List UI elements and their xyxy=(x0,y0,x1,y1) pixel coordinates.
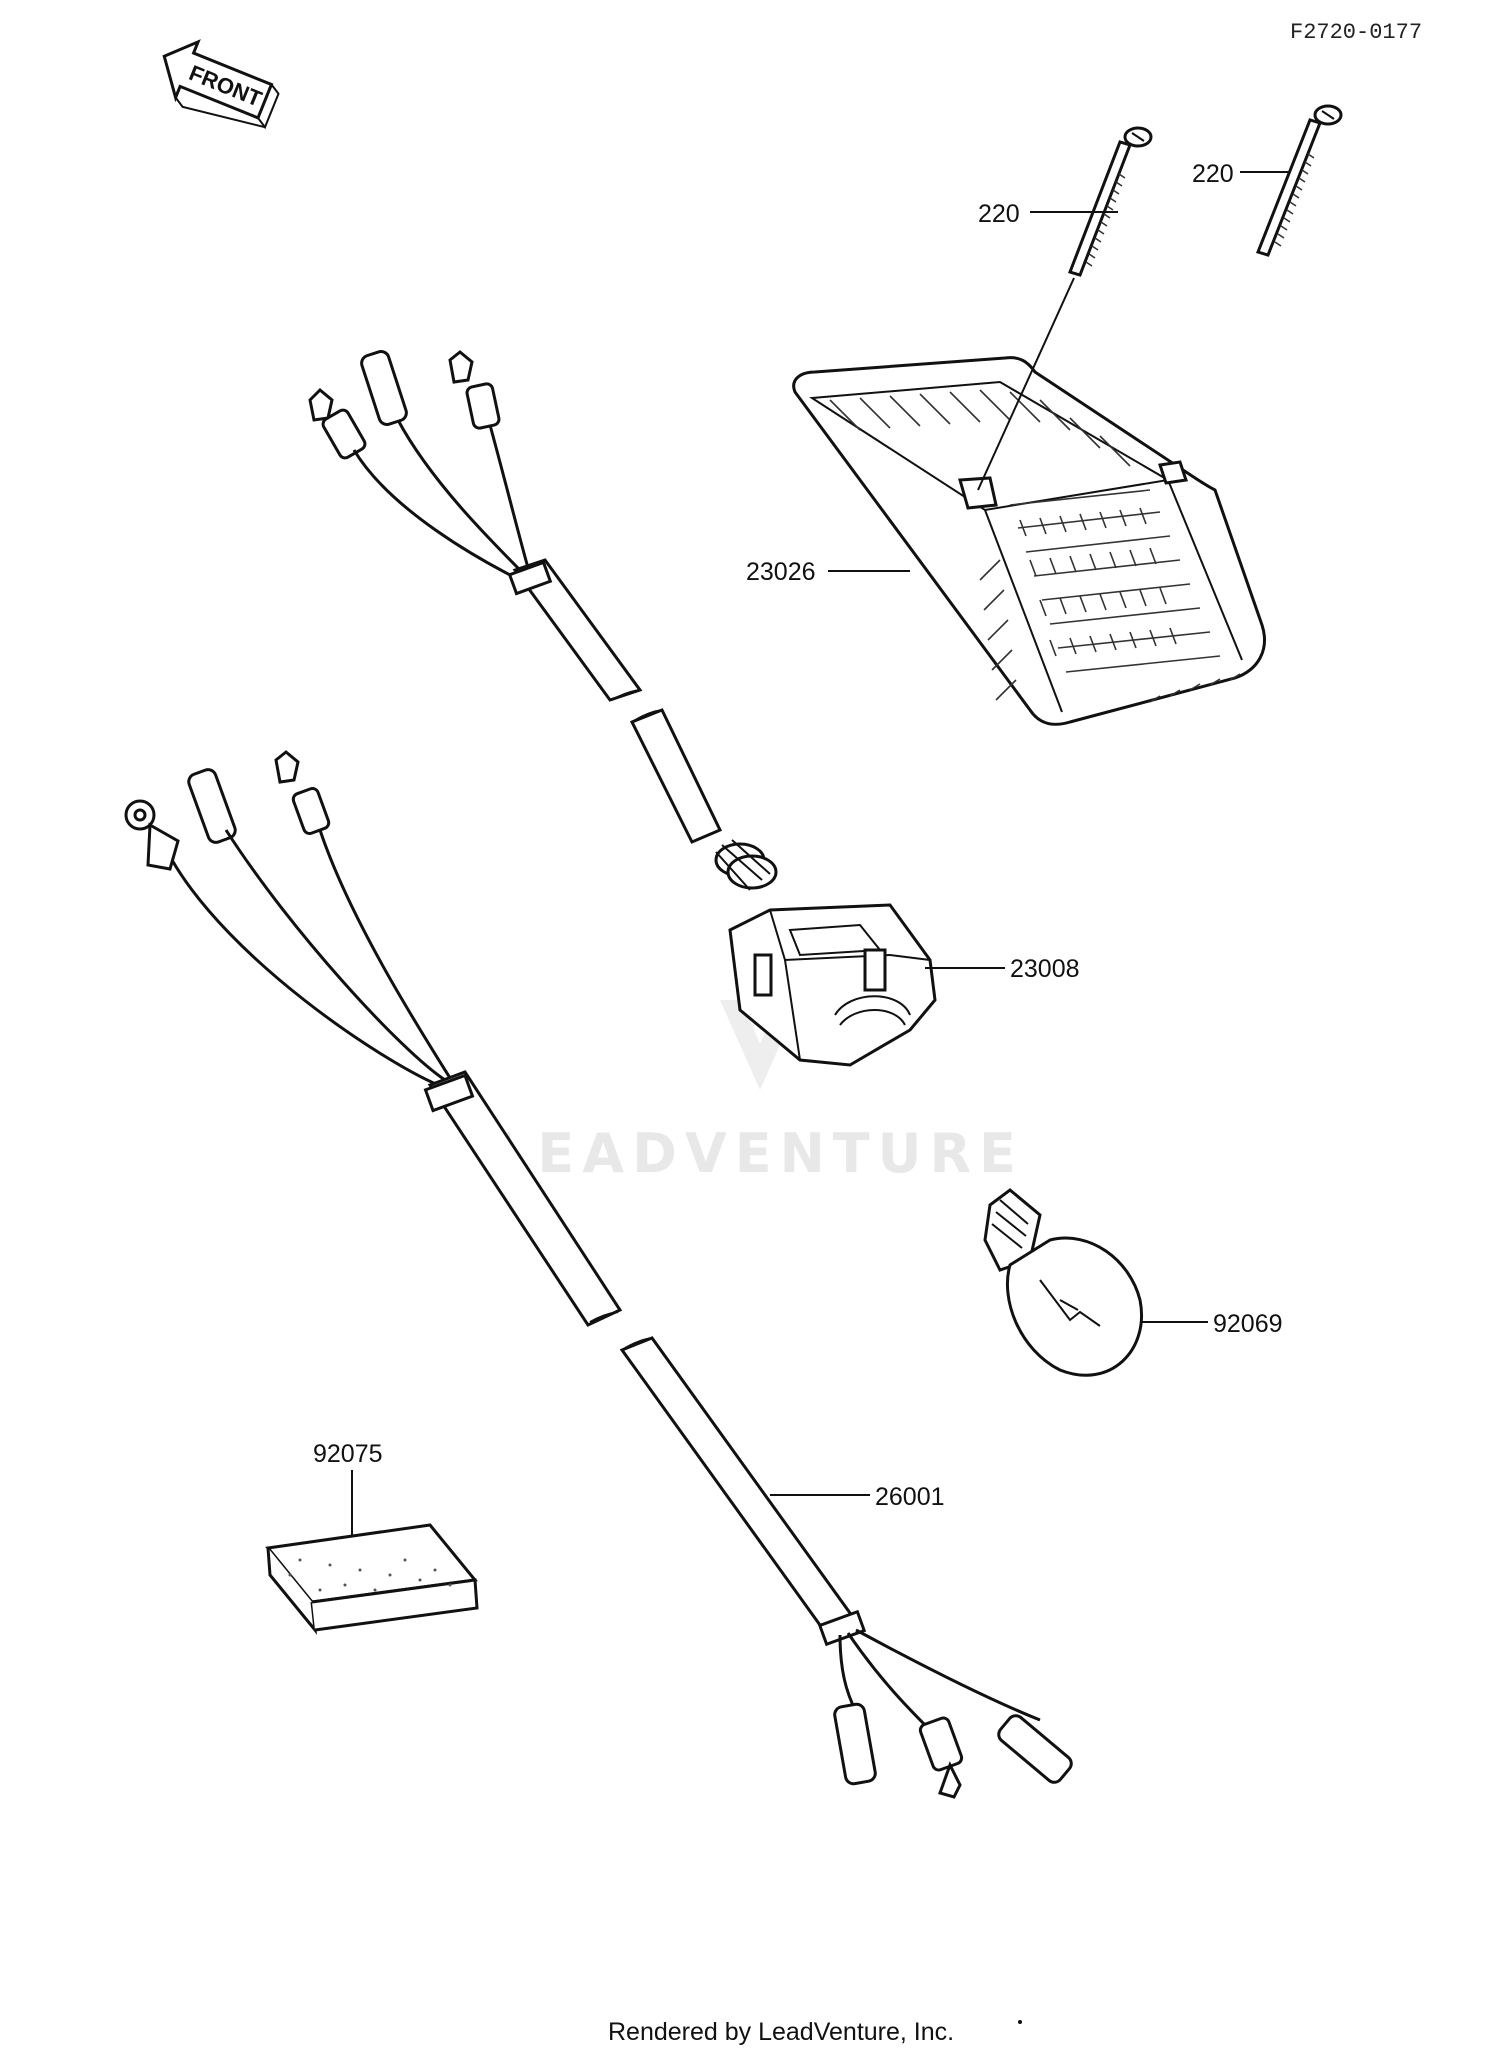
socket xyxy=(728,903,937,1067)
callout-screw-left: 220 xyxy=(978,200,1020,228)
callout-lens: 23026 xyxy=(746,558,816,586)
pad xyxy=(265,1523,479,1635)
screw-right xyxy=(1256,104,1343,257)
screw-left xyxy=(1068,126,1153,277)
diagram-code: F2720-0177 xyxy=(1290,20,1422,45)
footer-text: Rendered by LeadVenture, Inc. xyxy=(608,2018,954,2046)
bulb xyxy=(983,1188,1143,1377)
lens-assembly xyxy=(792,277,1266,726)
callouts: 220 220 23026 23008 92069 26001 92075 xyxy=(313,160,1290,1535)
callout-pad: 92075 xyxy=(313,1440,383,1468)
harness xyxy=(124,750,1073,1799)
callout-socket: 23008 xyxy=(1010,955,1080,983)
front-arrow-icon: FRONT xyxy=(162,39,280,130)
callout-screw-right: 220 xyxy=(1192,160,1234,188)
callout-bulb: 92069 xyxy=(1213,1310,1283,1338)
watermark-text: LEADVENTURE xyxy=(495,1122,1024,1185)
callout-harness: 26001 xyxy=(875,1483,945,1511)
footer-dot xyxy=(1018,2020,1022,2024)
wire-upper xyxy=(308,350,778,891)
